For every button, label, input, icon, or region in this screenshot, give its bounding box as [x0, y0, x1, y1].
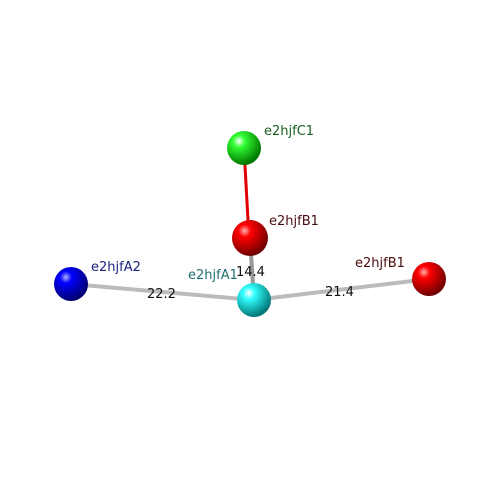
- edge-a2-a1: [70, 282, 255, 302]
- node-label-e2hjfa1: e2hjfA1: [188, 268, 238, 283]
- edge-label-a1-b1: 21.4: [325, 285, 354, 300]
- node-label-e2hjfb1-center: e2hjfB1: [269, 214, 319, 229]
- node-e2hjfc1[interactable]: [227, 131, 261, 165]
- node-e2hjfb1-right[interactable]: [412, 262, 446, 296]
- node-e2hjfb1-center[interactable]: [232, 220, 268, 256]
- node-label-e2hjfb1-right: e2hjfB1: [355, 256, 405, 271]
- node-label-e2hjfc1: e2hjfC1: [264, 124, 314, 139]
- node-e2hjfa2[interactable]: [54, 267, 88, 301]
- node-e2hjfa1[interactable]: [237, 283, 271, 317]
- edge-label-b1-a1: 14.4: [236, 265, 265, 280]
- edge-a1-b1: [253, 277, 430, 302]
- node-label-e2hjfa2: e2hjfA2: [91, 260, 141, 275]
- edge-label-a2-a1: 22.2: [147, 287, 176, 302]
